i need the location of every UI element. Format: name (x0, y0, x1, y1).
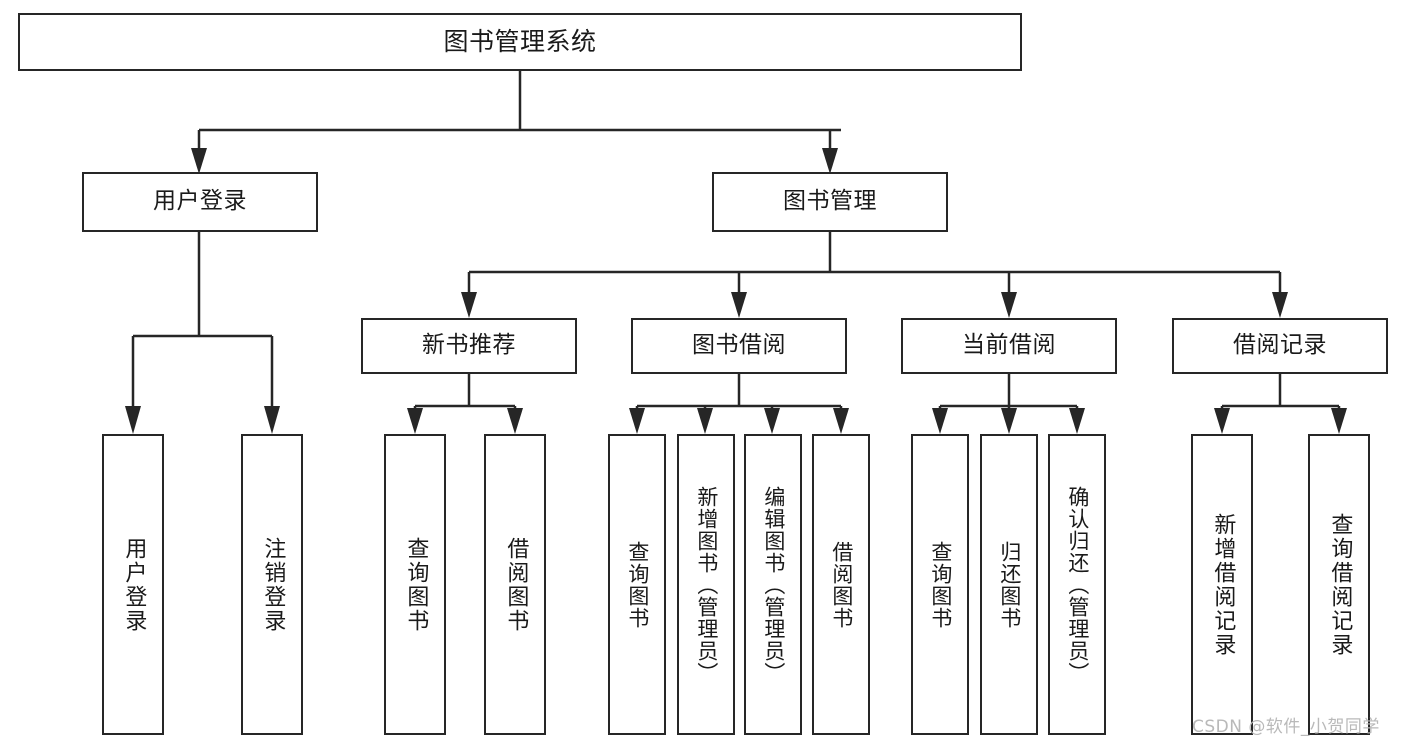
node-new-book-recommendation-label: 新书推荐 (422, 332, 516, 359)
leaf-query-books-3-label: 查询图书 (928, 540, 953, 629)
node-root-system[interactable]: 图书管理系统 (18, 13, 1022, 71)
leaf-borrow-books-2-label: 借阅图书 (829, 540, 854, 629)
node-book-management[interactable]: 图书管理 (712, 172, 948, 232)
node-book-management-label: 图书管理 (783, 188, 877, 215)
leaf-query-record[interactable]: 查询借阅记录 (1308, 434, 1370, 735)
leaf-add-record[interactable]: 新增借阅记录 (1191, 434, 1253, 735)
leaf-edit-book-admin-label: 编辑图书（管理员） (761, 485, 786, 684)
leaf-query-books-2-label: 查询图书 (625, 540, 650, 629)
leaf-query-record-label: 查询借阅记录 (1327, 512, 1353, 657)
leaf-query-books-2[interactable]: 查询图书 (608, 434, 666, 735)
leaf-query-books-3[interactable]: 查询图书 (911, 434, 969, 735)
csdn-watermark: CSDN @软件_小贺同学 (1192, 717, 1380, 737)
node-current-borrowing[interactable]: 当前借阅 (901, 318, 1117, 374)
leaf-logout[interactable]: 注销登录 (241, 434, 303, 735)
node-user-login[interactable]: 用户登录 (82, 172, 318, 232)
node-borrowing-records-label: 借阅记录 (1233, 332, 1327, 359)
node-user-login-label: 用户登录 (153, 188, 247, 215)
leaf-user-login[interactable]: 用户登录 (102, 434, 164, 735)
node-new-book-recommendation[interactable]: 新书推荐 (361, 318, 577, 374)
leaf-user-login-label: 用户登录 (121, 536, 147, 633)
leaf-add-record-label: 新增借阅记录 (1210, 512, 1236, 657)
leaf-confirm-return-admin[interactable]: 确认归还（管理员） (1048, 434, 1106, 735)
leaf-return-books-label: 归还图书 (997, 540, 1022, 629)
leaf-borrow-books-1-label: 借阅图书 (503, 536, 529, 633)
leaf-edit-book-admin[interactable]: 编辑图书（管理员） (744, 434, 802, 735)
node-current-borrowing-label: 当前借阅 (962, 332, 1056, 359)
leaf-confirm-return-admin-label: 确认归还（管理员） (1065, 485, 1090, 684)
leaf-borrow-books-2[interactable]: 借阅图书 (812, 434, 870, 735)
leaf-query-books-1[interactable]: 查询图书 (384, 434, 446, 735)
node-book-borrowing[interactable]: 图书借阅 (631, 318, 847, 374)
leaf-query-books-1-label: 查询图书 (403, 536, 429, 633)
node-root-label: 图书管理系统 (443, 27, 597, 57)
leaf-borrow-books-1[interactable]: 借阅图书 (484, 434, 546, 735)
leaf-add-book-admin[interactable]: 新增图书（管理员） (677, 434, 735, 735)
node-book-borrowing-label: 图书借阅 (692, 332, 786, 359)
leaf-logout-label: 注销登录 (260, 536, 286, 633)
node-borrowing-records[interactable]: 借阅记录 (1172, 318, 1388, 374)
leaf-add-book-admin-label: 新增图书（管理员） (694, 485, 719, 684)
leaf-return-books[interactable]: 归还图书 (980, 434, 1038, 735)
